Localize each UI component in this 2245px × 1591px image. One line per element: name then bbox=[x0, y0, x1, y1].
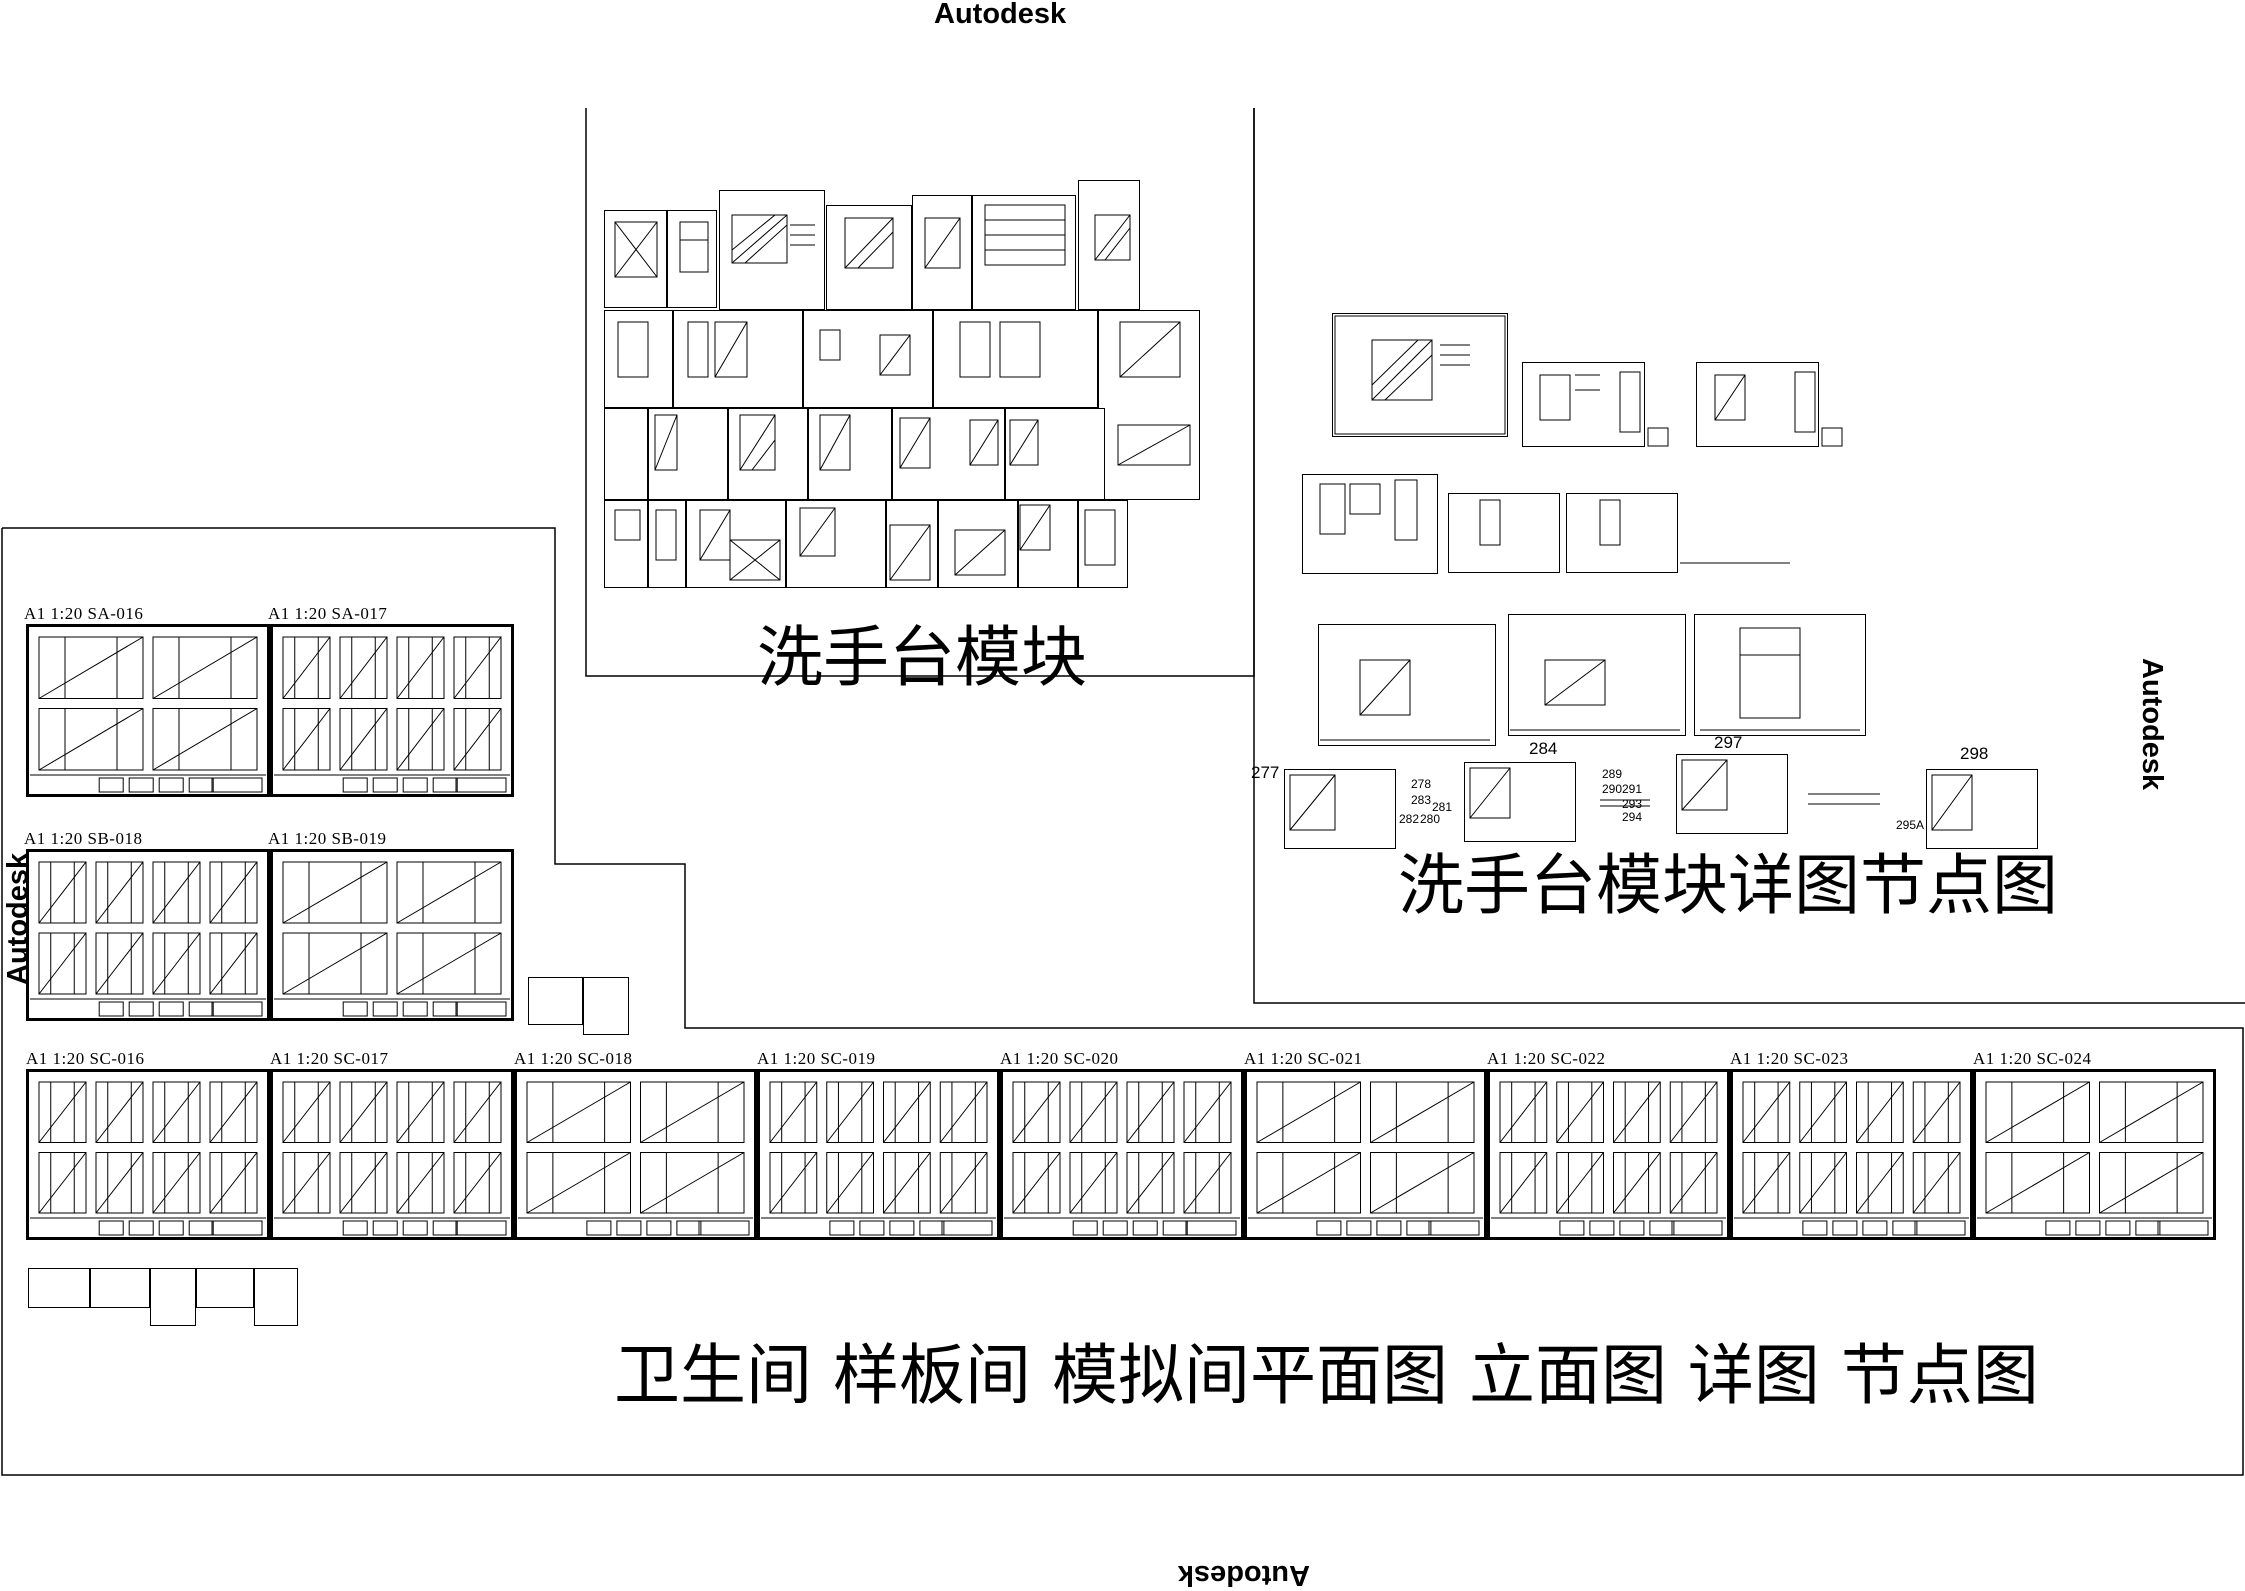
basin-module-title: 洗手台模块 bbox=[757, 619, 1087, 696]
drawing-thumbnail[interactable] bbox=[1566, 493, 1678, 573]
drawing-thumbnail[interactable] bbox=[912, 195, 972, 310]
sheet-label: A1 1:20 SA-017 bbox=[268, 604, 388, 623]
sheet-label: A1 1:20 SB-019 bbox=[268, 829, 387, 848]
sheet-label: A1 1:20 SC-021 bbox=[1244, 1049, 1363, 1068]
drawing-thumbnail[interactable] bbox=[1318, 624, 1496, 746]
drawing-thumbnail[interactable] bbox=[1694, 614, 1866, 736]
drawing-thumbnail[interactable] bbox=[1522, 362, 1645, 447]
drawing-thumbnail[interactable] bbox=[972, 195, 1076, 310]
drawing-thumbnail[interactable] bbox=[933, 310, 1098, 408]
detail-number: 282 bbox=[1399, 812, 1420, 826]
drawing-thumbnail[interactable] bbox=[604, 210, 667, 308]
drawing-thumbnail[interactable] bbox=[196, 1268, 254, 1308]
drawing-sheet-sc019[interactable] bbox=[757, 1069, 1000, 1240]
drawing-thumbnail[interactable] bbox=[728, 408, 808, 500]
sheet-label: A1 1:20 SC-022 bbox=[1487, 1049, 1606, 1068]
bathroom-title: 卫生间 样板间 模拟间平面图 立面图 详图 节点图 bbox=[614, 1337, 2039, 1414]
sheet-label: A1 1:20 SA-016 bbox=[24, 604, 144, 623]
detail-number: 283 bbox=[1411, 793, 1432, 807]
drawing-sheet-sa017[interactable] bbox=[270, 624, 514, 797]
drawing-thumbnail[interactable] bbox=[604, 310, 673, 408]
sheet-label: A1 1:20 SC-017 bbox=[270, 1049, 389, 1068]
drawing-thumbnail[interactable] bbox=[667, 210, 717, 308]
drawing-sheet-sc017[interactable] bbox=[270, 1069, 514, 1240]
drawing-thumbnail[interactable] bbox=[1078, 180, 1140, 310]
drawing-sheet-sc021[interactable] bbox=[1244, 1069, 1487, 1240]
drawing-thumbnail[interactable] bbox=[938, 500, 1018, 588]
drawing-sheet-sc022[interactable] bbox=[1487, 1069, 1730, 1240]
drawing-thumbnail[interactable] bbox=[803, 310, 933, 408]
drawing-thumbnail[interactable] bbox=[1005, 408, 1105, 500]
drawing-thumbnail[interactable] bbox=[648, 408, 728, 500]
drawing-thumbnail[interactable] bbox=[1448, 493, 1560, 573]
drawing-thumbnail[interactable] bbox=[1926, 769, 2038, 849]
detail-number: 295A bbox=[1896, 818, 1925, 832]
drawing-sheet-sb019[interactable] bbox=[270, 849, 514, 1021]
drawing-sheet-sc016[interactable] bbox=[26, 1069, 270, 1240]
detail-number: 284 bbox=[1529, 739, 1558, 758]
watermark-top: Autodesk bbox=[934, 0, 1067, 30]
drawing-thumbnail[interactable] bbox=[604, 500, 648, 588]
sheet-label: A1 1:20 SC-023 bbox=[1730, 1049, 1849, 1068]
drawing-thumbnail[interactable] bbox=[826, 205, 912, 310]
drawing-thumbnail[interactable] bbox=[648, 500, 686, 588]
drawing-sheet-sc018[interactable] bbox=[514, 1069, 757, 1240]
detail-number: 290 bbox=[1602, 782, 1623, 796]
sheet-label: A1 1:20 SC-018 bbox=[514, 1049, 633, 1068]
drawing-thumbnail[interactable] bbox=[583, 977, 629, 1035]
drawing-thumbnail[interactable] bbox=[892, 408, 1005, 500]
drawing-thumbnail[interactable] bbox=[886, 500, 938, 588]
drawing-thumbnail[interactable] bbox=[604, 408, 648, 500]
drawing-thumbnail[interactable] bbox=[1676, 754, 1788, 834]
drawing-sheet-sc020[interactable] bbox=[1000, 1069, 1244, 1240]
drawing-thumbnail[interactable] bbox=[1332, 313, 1508, 437]
drawing-thumbnail[interactable] bbox=[150, 1268, 196, 1326]
detail-number: 291 bbox=[1622, 782, 1643, 796]
detail-number: 293 bbox=[1622, 797, 1643, 811]
drawing-sheet-sc024[interactable] bbox=[1973, 1069, 2216, 1240]
sheet-label: A1 1:20 SC-024 bbox=[1973, 1049, 2092, 1068]
detail-number: 289 bbox=[1602, 767, 1623, 781]
drawing-thumbnail[interactable] bbox=[90, 1268, 150, 1308]
drawing-thumbnail[interactable] bbox=[1078, 500, 1128, 588]
drawing-thumbnail[interactable] bbox=[686, 500, 786, 588]
drawing-thumbnail[interactable] bbox=[808, 408, 892, 500]
sheet-label: A1 1:20 SB-018 bbox=[24, 829, 143, 848]
drawing-thumbnail[interactable] bbox=[1302, 474, 1438, 574]
drawing-thumbnail[interactable] bbox=[719, 190, 825, 310]
detail-number: 280 bbox=[1420, 812, 1441, 826]
drawing-thumbnail[interactable] bbox=[786, 500, 886, 588]
drawing-thumbnail[interactable] bbox=[1018, 500, 1078, 588]
detail-number: 297 bbox=[1714, 733, 1743, 752]
detail-number: 298 bbox=[1960, 744, 1989, 763]
drawing-thumbnail[interactable] bbox=[1508, 614, 1686, 736]
drawing-sheet-sa016[interactable] bbox=[26, 624, 270, 797]
drawing-sheet-sc023[interactable] bbox=[1730, 1069, 1973, 1240]
drawing-thumbnail[interactable] bbox=[528, 977, 583, 1025]
sheet-label: A1 1:20 SC-016 bbox=[26, 1049, 145, 1068]
drawing-thumbnail[interactable] bbox=[1284, 769, 1396, 849]
detail-number: 294 bbox=[1622, 810, 1643, 824]
drawing-thumbnail[interactable] bbox=[254, 1268, 298, 1326]
drawing-thumbnail[interactable] bbox=[1464, 762, 1576, 842]
drawing-thumbnail[interactable] bbox=[1696, 362, 1819, 447]
drawing-thumbnail[interactable] bbox=[673, 310, 803, 408]
drawing-thumbnail[interactable] bbox=[1098, 310, 1200, 500]
detail-number: 281 bbox=[1432, 800, 1453, 814]
detail-number: 278 bbox=[1411, 777, 1432, 791]
sheet-label: A1 1:20 SC-020 bbox=[1000, 1049, 1119, 1068]
detail-number: 277 bbox=[1251, 763, 1280, 782]
sheet-label: A1 1:20 SC-019 bbox=[757, 1049, 876, 1068]
basin-details-title: 洗手台模块详图节点图 bbox=[1398, 847, 2058, 924]
drawing-sheet-sb018[interactable] bbox=[26, 849, 270, 1021]
drawing-thumbnail[interactable] bbox=[28, 1268, 90, 1308]
